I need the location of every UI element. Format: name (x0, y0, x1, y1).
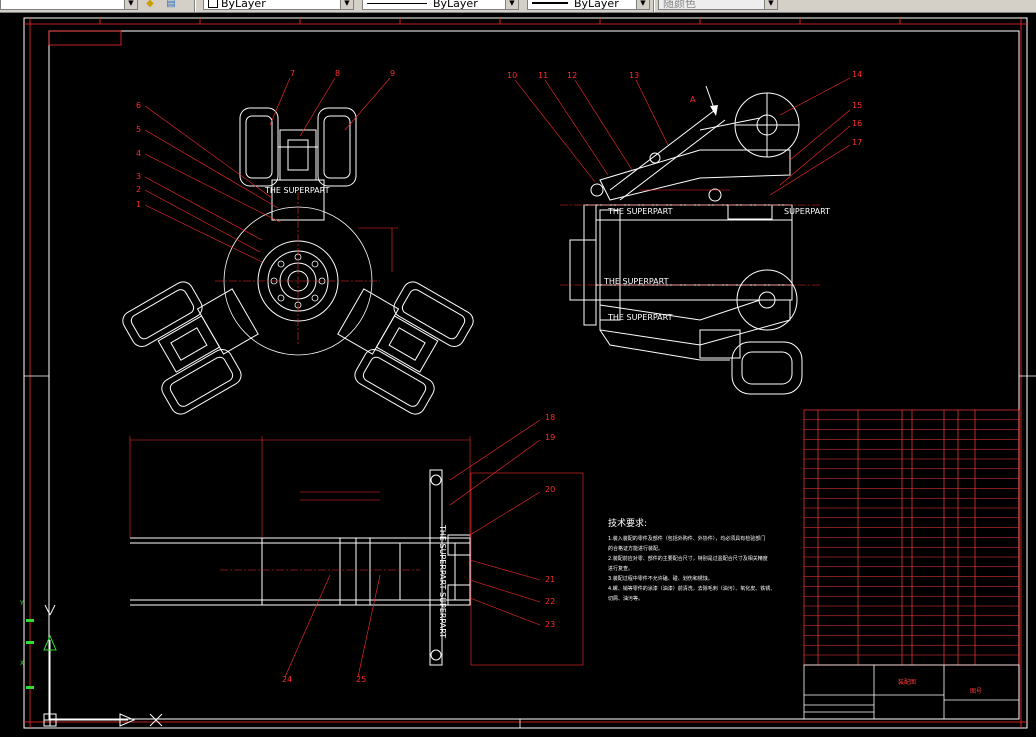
callout-label: 20 (545, 485, 555, 494)
ucs-x-label: X (20, 660, 24, 667)
color-combo[interactable]: ByLayer ▼ (203, 0, 354, 10)
toolbar-separator (194, 0, 196, 12)
tech-req-line: 2.装配前应对零、部件的主要配合尺寸，特别是过盈配合尺寸及相关精度 (608, 555, 768, 562)
side-view (569, 92, 803, 395)
callout-label: 4 (136, 149, 141, 158)
left-ruler-marks (26, 619, 34, 689)
callout-label: 7 (290, 69, 295, 78)
callout-label: 11 (538, 71, 548, 80)
view-direction-arrow: A (690, 85, 718, 116)
callout-label: 21 (545, 575, 555, 584)
tech-req-line: 1.装入装配的零件及部件（包括外购件、外协件），均必须具有检验部门 (608, 535, 765, 542)
title-block-name: 装配图 (898, 678, 916, 686)
tech-req-line: 4.螺、销等零件的涂漆（油漆）前清洗，去除毛刺（油污）、氧化皮、铁锈、 (608, 585, 775, 592)
layer-states-icon[interactable]: ▤ (166, 0, 176, 9)
callout-label: 9 (390, 69, 395, 78)
watermark-side-c: THE SUPERPART (607, 313, 673, 322)
ucs-labels: Y X (19, 600, 24, 667)
ucs-y-label: Y (19, 600, 24, 607)
callout-label: 25 (356, 675, 366, 684)
callout-label: 12 (567, 71, 577, 80)
plotstyle-combo-value: 随颜色 (663, 0, 696, 10)
callout-label: 14 (852, 70, 862, 79)
lineweight-combo-value: ByLayer (574, 0, 619, 10)
color-combo-value: ByLayer (221, 0, 266, 10)
plotstyle-combo[interactable]: 随颜色 ▼ (658, 0, 778, 10)
tech-req-line: 进行复查。 (608, 565, 633, 572)
ucs-icon (43, 604, 163, 727)
callout-label: 8 (335, 69, 340, 78)
properties-toolbar: ▼ ◆ ▤ ByLayer ▼ ByLayer ▼ ByLayer ▼ 随颜色 … (0, 0, 1036, 13)
linetype-preview-icon (367, 3, 427, 4)
linetype-combo[interactable]: ByLayer ▼ (362, 0, 519, 10)
callout-label: 10 (507, 71, 517, 80)
side-view-annotations (514, 77, 851, 286)
layer-combo[interactable]: ▼ (0, 0, 138, 10)
chevron-down-icon[interactable]: ▼ (764, 0, 777, 9)
callout-label: 13 (629, 71, 639, 80)
callout-label: 22 (545, 597, 555, 606)
callout-label: 3 (136, 172, 141, 181)
watermark-side-d: SUPERPART (784, 207, 830, 216)
callout-label: 19 (545, 433, 555, 442)
watermark-top: THE SUPERPART (264, 186, 330, 195)
callout-label: 15 (852, 101, 862, 110)
technical-requirements: 技术要求: 1.装入装配的零件及部件（包括外购件、外协件），均必须具有检验部门 … (608, 517, 775, 602)
callout-label: 5 (136, 125, 141, 134)
watermark-side-b: THE SUPERPART (603, 277, 669, 286)
callout-label: 16 (852, 119, 862, 128)
callouts-bottom: 18 19 20 21 22 23 24 25 (282, 413, 555, 684)
linetype-combo-value: ByLayer (433, 0, 478, 10)
drawing-canvas[interactable]: THE SUPERPART 6 5 4 3 2 1 7 8 9 (0, 13, 1036, 737)
drawing-frame (23, 17, 1036, 729)
callouts-side: 10 11 12 13 14 15 16 17 (507, 70, 862, 147)
callout-label: 18 (545, 413, 555, 422)
tech-req-title: 技术要求: (608, 517, 647, 529)
layer-previous-icon[interactable]: ◆ (146, 0, 154, 9)
callout-label: 2 (136, 185, 141, 194)
toolbar-separator (653, 0, 655, 12)
parts-list-rows (804, 419, 1019, 666)
section-view-annotations (129, 419, 584, 678)
tech-req-line: 切屑、油污等。 (608, 595, 643, 602)
callouts-top: 6 5 4 3 2 1 7 8 9 (136, 69, 395, 209)
tech-req-line: 的合格证方能进行装配。 (608, 545, 663, 552)
lineweight-combo[interactable]: ByLayer ▼ (527, 0, 650, 10)
callout-label: 17 (852, 138, 862, 147)
tech-req-line: 3.装配过程中零件不允许磕、碰、划伤和锈蚀。 (608, 575, 713, 582)
chevron-down-icon[interactable]: ▼ (505, 0, 518, 9)
view-arrow-label: A (690, 95, 696, 104)
callout-label: 1 (136, 200, 141, 209)
chevron-down-icon[interactable]: ▼ (340, 0, 353, 9)
watermark-side-a: THE SUPERPART (607, 207, 673, 216)
title-block (803, 664, 1020, 720)
lineweight-preview-icon (532, 2, 568, 4)
sheet-label: 图号 (970, 688, 982, 695)
top-view-annotations (144, 77, 398, 345)
color-swatch-icon (208, 0, 218, 8)
callout-label: 24 (282, 675, 292, 684)
section-view (130, 469, 471, 666)
callout-label: 6 (136, 101, 141, 110)
watermark-bottom: THE SUPERPART SUPERPART (438, 524, 447, 638)
callout-label: 23 (545, 620, 555, 629)
chevron-down-icon[interactable]: ▼ (636, 0, 649, 9)
chevron-down-icon[interactable]: ▼ (124, 0, 137, 9)
